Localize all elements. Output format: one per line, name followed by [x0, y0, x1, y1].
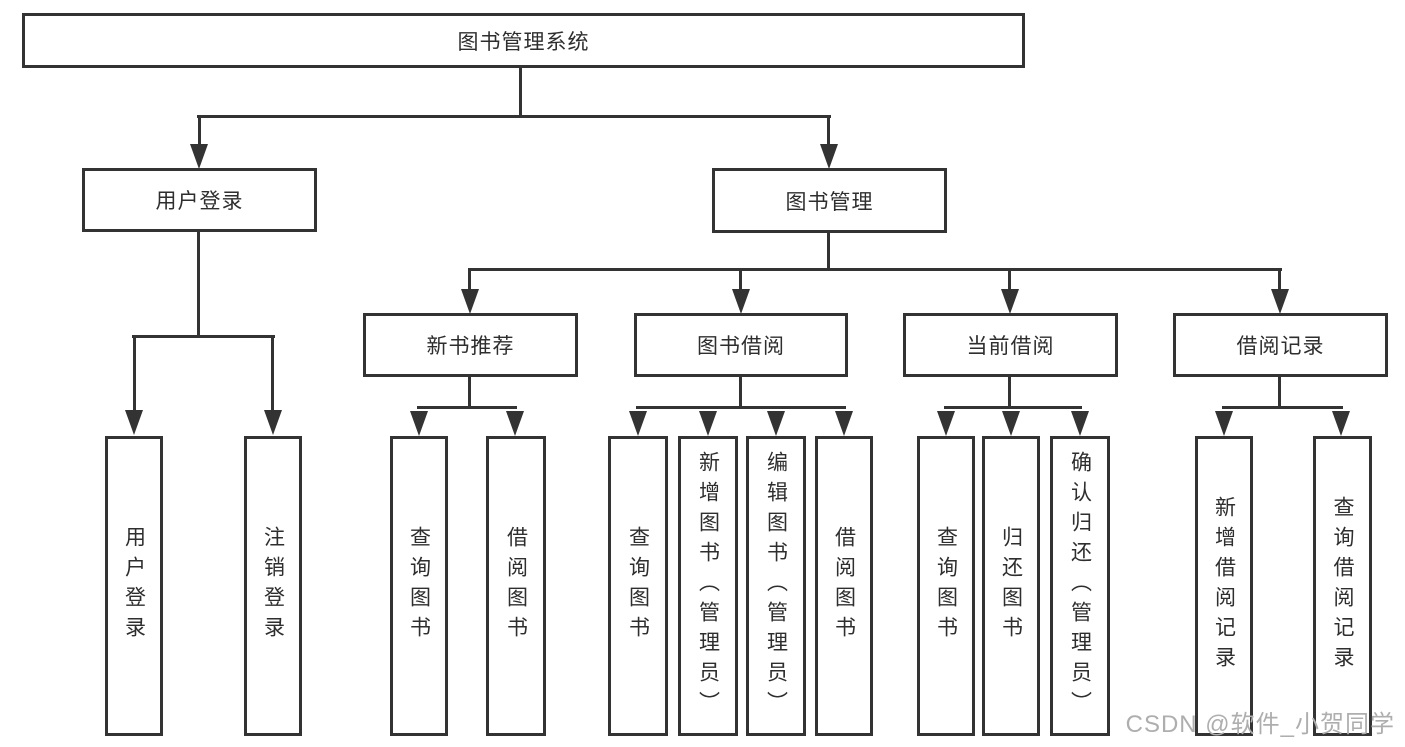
- leaf-label: 借阅图书: [504, 526, 528, 646]
- arrow-down-icon: [835, 411, 853, 436]
- leaf-bor-borrow-books: 借阅图书: [815, 436, 873, 736]
- connector-line: [468, 377, 471, 408]
- arrow-down-icon: [264, 410, 282, 435]
- connector-line: [1008, 377, 1011, 408]
- leaf-label: 查询图书: [934, 526, 958, 646]
- connector-line: [417, 406, 517, 409]
- connector-line: [636, 406, 846, 409]
- connector-line: [1222, 406, 1343, 409]
- connector-line: [1278, 271, 1281, 291]
- connector-line: [132, 335, 275, 338]
- connector-line: [271, 338, 274, 411]
- arrow-down-icon: [699, 411, 717, 436]
- leaf-rec-borrow-books: 借阅图书: [486, 436, 546, 736]
- leaf-logout: 注销登录: [244, 436, 302, 736]
- connector-line: [827, 118, 830, 146]
- watermark: CSDN @软件_小贺同学: [1125, 711, 1395, 738]
- arrow-down-icon: [1271, 289, 1289, 314]
- connector-line: [1278, 377, 1281, 408]
- node-label: 图书管理系统: [457, 30, 590, 54]
- leaf-label: 新增图书（管理员）: [696, 451, 720, 721]
- leaf-cur-return-books: 归还图书: [982, 436, 1040, 736]
- connector-line: [944, 406, 1082, 409]
- node-label: 当前借阅: [966, 335, 1055, 358]
- arrow-down-icon: [1071, 411, 1089, 436]
- leaf-label: 新增借阅记录: [1212, 496, 1236, 676]
- leaf-record-query-borrow-record: 查询借阅记录: [1313, 436, 1372, 736]
- arrow-down-icon: [506, 411, 524, 436]
- leaf-cur-confirm-return-admin: 确认归还（管理员）: [1050, 436, 1110, 736]
- node-label: 图书借阅: [697, 335, 785, 358]
- arrow-down-icon: [1002, 411, 1020, 436]
- leaf-bor-edit-books-admin: 编辑图书（管理员）: [746, 436, 806, 736]
- arrow-down-icon: [820, 144, 838, 169]
- node-label: 图书管理: [785, 190, 874, 214]
- arrow-down-icon: [1001, 289, 1019, 314]
- leaf-label: 确认归还（管理员）: [1068, 451, 1092, 721]
- leaf-cur-query-books: 查询图书: [917, 436, 975, 736]
- node-current-borrow: 当前借阅: [903, 313, 1118, 377]
- node-label: 新书推荐: [426, 335, 515, 358]
- arrow-down-icon: [1215, 411, 1233, 436]
- leaf-label: 注销登录: [261, 526, 285, 646]
- leaf-bor-query-books: 查询图书: [608, 436, 668, 736]
- leaf-label: 查询图书: [407, 526, 431, 646]
- connector-line: [1008, 271, 1011, 291]
- connector-line: [739, 271, 742, 291]
- leaf-label: 用户登录: [122, 526, 146, 646]
- leaf-label: 查询借阅记录: [1331, 496, 1354, 676]
- connector-line: [133, 338, 136, 411]
- leaf-label: 编辑图书（管理员）: [764, 451, 788, 721]
- connector-line: [468, 271, 471, 291]
- connector-line: [197, 115, 831, 118]
- connector-line: [519, 68, 522, 117]
- leaf-record-add-borrow-record: 新增借阅记录: [1195, 436, 1253, 736]
- arrow-down-icon: [767, 411, 785, 436]
- leaf-rec-query-books: 查询图书: [390, 436, 448, 736]
- node-book-borrow: 图书借阅: [634, 313, 848, 377]
- arrow-down-icon: [125, 410, 143, 435]
- connector-line: [739, 377, 742, 408]
- node-label: 借阅记录: [1236, 335, 1325, 358]
- arrow-down-icon: [629, 411, 647, 436]
- leaf-label: 归还图书: [999, 526, 1023, 646]
- arrow-down-icon: [410, 411, 428, 436]
- arrow-down-icon: [190, 144, 208, 169]
- node-new-book-recommend: 新书推荐: [363, 313, 578, 377]
- node-book-management: 图书管理: [712, 168, 947, 233]
- connector-line: [197, 232, 200, 337]
- arrow-down-icon: [937, 411, 955, 436]
- node-library-management-system: 图书管理系统: [22, 13, 1025, 68]
- node-label: 用户登录: [155, 190, 244, 213]
- leaf-label: 借阅图书: [832, 526, 856, 646]
- arrow-down-icon: [1332, 411, 1350, 436]
- connector-line: [827, 233, 830, 270]
- arrow-down-icon: [732, 289, 750, 314]
- arrow-down-icon: [461, 289, 479, 314]
- leaf-bor-add-books-admin: 新增图书（管理员）: [678, 436, 738, 736]
- connector-line: [468, 268, 1282, 271]
- leaf-label: 查询图书: [626, 526, 650, 646]
- node-user-login: 用户登录: [82, 168, 317, 232]
- leaf-user-login: 用户登录: [105, 436, 163, 736]
- node-borrow-record: 借阅记录: [1173, 313, 1388, 377]
- connector-line: [198, 118, 201, 146]
